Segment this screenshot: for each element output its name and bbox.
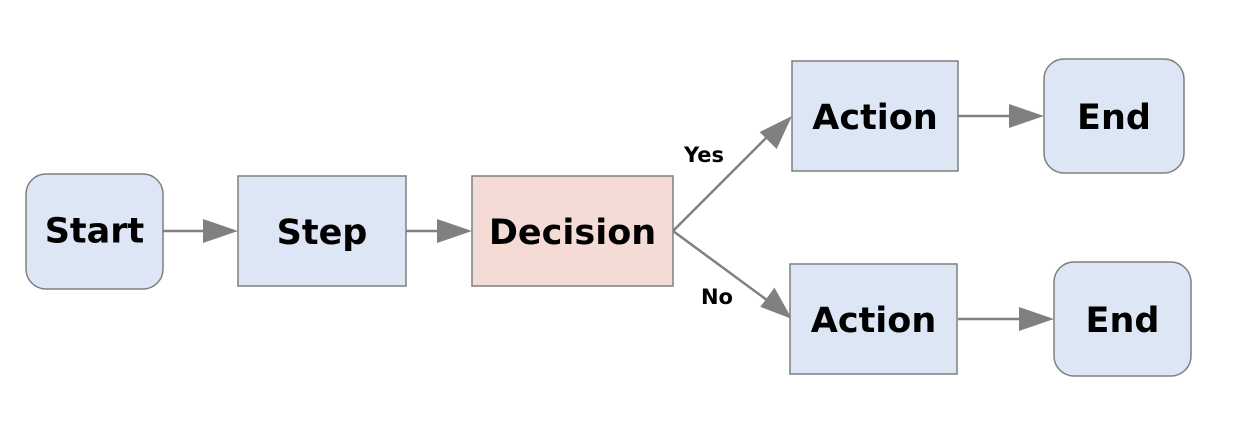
edge-label-yes: Yes [683, 143, 724, 167]
node-end-no: End [1053, 261, 1192, 377]
node-step: Step [237, 175, 407, 287]
node-start: Start [25, 173, 164, 290]
node-start-label: Start [45, 212, 145, 252]
edge-decision-to-action-no [672, 229, 792, 319]
node-decision: Decision [471, 175, 674, 287]
edge-label-no: No [701, 285, 733, 309]
node-end-yes: End [1043, 58, 1185, 174]
node-action-no-label: Action [811, 301, 937, 341]
edge-decision-to-action-yes [672, 116, 792, 232]
node-action-no: Action [789, 263, 958, 375]
node-end-yes-label: End [1077, 98, 1151, 138]
edge-action-no-to-end [958, 307, 1054, 331]
edge-action-yes-to-end [958, 104, 1044, 128]
edge-start-to-step [163, 219, 238, 243]
node-decision-label: Decision [489, 213, 656, 253]
node-step-label: Step [277, 213, 368, 253]
node-action-yes-label: Action [812, 98, 938, 138]
edge-step-to-decision [406, 219, 472, 243]
node-action-yes: Action [791, 60, 959, 172]
node-end-no-label: End [1086, 301, 1160, 341]
